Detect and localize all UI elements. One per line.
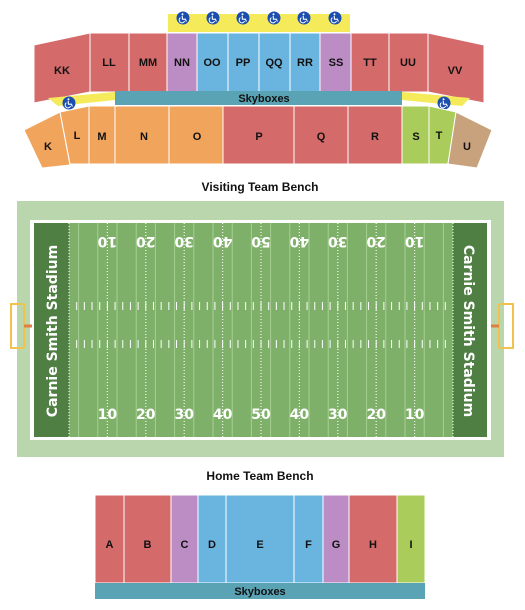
skyboxes-lower-label: Skyboxes xyxy=(234,586,285,598)
lower-section-m-label: M xyxy=(97,131,106,143)
lower-section-k-label: K xyxy=(44,141,52,153)
lower-section-k[interactable] xyxy=(23,111,71,169)
lower-section-s-label: S xyxy=(412,131,419,143)
home-section-f-label: F xyxy=(305,539,312,551)
home-section-g[interactable] xyxy=(322,494,350,584)
home-section-h-label: H xyxy=(369,539,377,551)
upper-section-pp-label: PP xyxy=(236,57,251,69)
skyboxes-upper[interactable] xyxy=(115,91,402,105)
lower-section-u[interactable] xyxy=(447,111,493,169)
yard-number-top: 30 xyxy=(174,233,194,249)
endzone-left-text: Carnie Smith Stadium xyxy=(45,245,61,417)
lower-section-r-label: R xyxy=(371,131,379,143)
home-section-a-label: A xyxy=(106,539,114,551)
home-stands: A B C D E F G H I xyxy=(94,494,426,584)
upper-section-vv[interactable] xyxy=(427,32,485,104)
endzone-right-text: Carnie Smith Stadium xyxy=(460,245,476,417)
yard-number-bottom: 30 xyxy=(174,407,194,423)
endzone-right xyxy=(453,223,487,437)
yard-number-bottom: 20 xyxy=(366,407,386,423)
visiting-bench-label: Visiting Team Bench xyxy=(202,180,319,194)
goalpost-left xyxy=(10,303,32,349)
endzone-left xyxy=(34,223,69,437)
home-section-e[interactable] xyxy=(225,494,295,584)
yard-number-top: 20 xyxy=(366,233,386,249)
yard-number-bottom: 40 xyxy=(213,407,233,423)
lower-section-p-label: P xyxy=(255,131,262,143)
home-section-f[interactable] xyxy=(293,494,324,584)
lower-section-q-label: Q xyxy=(317,131,326,143)
skyboxes-lower[interactable] xyxy=(95,583,425,599)
yard-number-top: 10 xyxy=(405,233,425,249)
skyboxes-upper-label: Skyboxes xyxy=(238,93,289,105)
upper-section-tt-label: TT xyxy=(363,57,377,69)
upper-deck: KK LL MM NN OO PP QQ RR SS TT UU VV xyxy=(33,32,485,104)
upper-section-mm-label: MM xyxy=(139,57,157,69)
home-section-i[interactable] xyxy=(396,494,426,584)
yard-number-top: 40 xyxy=(289,233,309,249)
yard-number-bottom: 10 xyxy=(98,407,118,423)
upper-section-qq-label: QQ xyxy=(265,57,283,69)
home-section-d-label: D xyxy=(208,539,216,551)
field-turf xyxy=(34,223,487,437)
lower-section-n-label: N xyxy=(140,131,148,143)
yard-number-top: 50 xyxy=(251,233,271,249)
wheelchair-icon xyxy=(328,11,342,25)
wheelchair-icon xyxy=(206,11,220,25)
yard-lines xyxy=(68,223,454,437)
yard-number-top: 10 xyxy=(97,233,117,249)
home-section-g-label: G xyxy=(332,539,341,551)
wheelchair-icon xyxy=(236,11,250,25)
wheelchair-icon xyxy=(267,11,281,25)
lower-section-o-label: O xyxy=(193,131,202,143)
accessible-platform-top xyxy=(168,14,350,32)
lower-section-t-label: T xyxy=(436,130,443,142)
yard-number-bottom: 10 xyxy=(405,407,425,423)
upper-section-rr-label: RR xyxy=(297,57,313,69)
wheelchair-icon xyxy=(297,11,311,25)
home-bench-label: Home Team Bench xyxy=(206,469,313,483)
yard-number-bottom: 40 xyxy=(290,407,310,423)
yard-number-top: 30 xyxy=(328,233,348,249)
goalpost-right xyxy=(491,303,514,349)
yard-numbers-bottom: 10 20 30 40 50 40 30 20 10 xyxy=(98,407,425,423)
upper-section-kk-label: KK xyxy=(54,65,70,77)
yard-number-bottom: 50 xyxy=(251,407,271,423)
home-section-b[interactable] xyxy=(123,494,172,584)
walkway-right xyxy=(402,92,470,106)
lower-deck: K L M N O P Q R S T U xyxy=(23,105,493,169)
accessible-icons-mid xyxy=(62,96,451,110)
upper-section-ss-label: SS xyxy=(329,57,344,69)
upper-section-uu-label: UU xyxy=(400,57,416,69)
home-section-h[interactable] xyxy=(348,494,398,584)
home-section-c-label: C xyxy=(181,539,189,551)
yard-number-bottom: 20 xyxy=(136,407,156,423)
home-section-c[interactable] xyxy=(170,494,199,584)
home-section-b-label: B xyxy=(144,539,152,551)
upper-section-nn-label: NN xyxy=(174,57,190,69)
yard-numbers-top: 10 20 30 40 50 40 30 20 10 xyxy=(97,233,424,249)
wheelchair-icon xyxy=(437,96,451,110)
home-section-i-label: I xyxy=(409,539,412,551)
yard-number-bottom: 30 xyxy=(328,407,348,423)
home-section-e-label: E xyxy=(256,539,263,551)
lower-section-l-label: L xyxy=(74,130,81,142)
upper-section-ll-label: LL xyxy=(102,57,116,69)
yard-number-top: 40 xyxy=(213,233,233,249)
upper-section-vv-label: VV xyxy=(448,65,463,77)
yard-number-top: 20 xyxy=(136,233,156,249)
lower-section-u-label: U xyxy=(463,141,471,153)
upper-section-oo-label: OO xyxy=(203,57,221,69)
wheelchair-icon xyxy=(176,11,190,25)
wheelchair-icon xyxy=(62,96,76,110)
accessible-icons-top xyxy=(176,11,342,25)
